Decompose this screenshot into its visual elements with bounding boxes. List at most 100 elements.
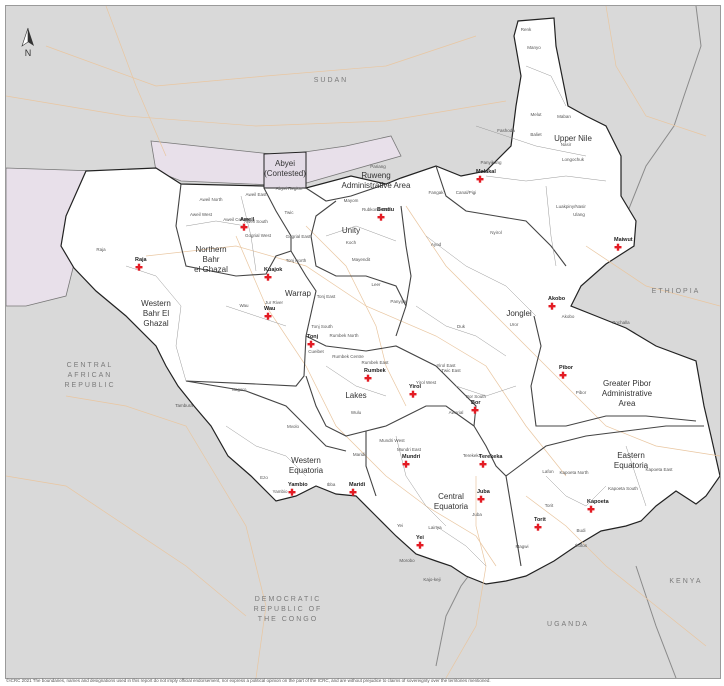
county-label: Tonj East (317, 294, 336, 299)
state-pibor-2: Administrative (602, 389, 653, 398)
county-label: Manyo (527, 45, 541, 50)
county-label: Melut (530, 112, 542, 117)
state-abyei-1: Abyei (275, 159, 295, 168)
state-warrap: Warrap (285, 289, 311, 298)
north-arrow-icon (28, 28, 34, 46)
state-unity: Unity (342, 226, 360, 235)
town-label: Yambio (288, 482, 308, 488)
county-label: Yambio (273, 489, 288, 494)
town-label: Wau (264, 306, 275, 312)
north-arrow-label: N (25, 48, 32, 58)
nbeg-wbeg-border (175, 183, 292, 277)
county-label: Kapoeta East (645, 467, 673, 472)
town-marker[interactable]: Maridi (349, 482, 366, 496)
town-marker[interactable]: Maiwut (614, 237, 633, 251)
town-marker[interactable]: Mundri (402, 454, 421, 468)
town-marker[interactable]: Yirol (409, 384, 421, 398)
county-label: Lainya (428, 525, 442, 530)
county-label: Tonj North (286, 258, 307, 263)
state-abyei-2: (Contested) (264, 169, 306, 178)
county-label: Rumbek East (361, 360, 389, 365)
town-marker[interactable]: Yambio (288, 482, 308, 496)
label-drc-2: REPUBLIC OF (254, 606, 323, 613)
town-marker[interactable]: Pibor (559, 365, 574, 379)
county-label: Aweil South (244, 219, 268, 224)
state-jonglei: Jonglei (506, 309, 532, 318)
state-ruweng-2: Administrative Area (342, 181, 411, 190)
county-label: Kapoeta South (608, 486, 638, 491)
county-label: Gogrial West (245, 233, 272, 238)
map-frame[interactable]: SUDAN ETHIOPIA CENTRAL AFRICAN REPUBLIC … (5, 5, 721, 679)
county-label: Maridi (353, 452, 365, 457)
town-marker[interactable]: Torit (534, 517, 546, 531)
county-label: Canal/Pigi (456, 190, 477, 195)
town-marker[interactable]: Kapoeta (587, 499, 610, 513)
town-marker[interactable]: Malakal (476, 169, 496, 183)
town-marker[interactable]: Bor (471, 400, 481, 414)
town-label: Maiwut (614, 237, 633, 243)
county-label: Magwi (515, 544, 528, 549)
county-label: Gogrial East (286, 234, 312, 239)
town-marker[interactable]: Juba (477, 489, 491, 503)
north-arrow: N (21, 27, 34, 58)
county-label: Nagero (232, 387, 247, 392)
label-uganda: UGANDA (547, 621, 589, 628)
town-marker[interactable]: Kuajok (264, 267, 283, 281)
county-label: Rumbek Centre (332, 354, 364, 359)
label-car-1: CENTRAL (67, 362, 114, 369)
town-label: Raja (135, 257, 148, 263)
county-label: Panyijiar (390, 299, 408, 304)
state-ee-2: Equatoria (614, 461, 649, 470)
town-marker[interactable]: Aweil (240, 217, 255, 231)
ruweng-south-border (305, 183, 387, 202)
label-car-2: AFRICAN (68, 372, 113, 379)
state-wbeg-1: Western (141, 299, 171, 308)
ce-ee-border (505, 475, 522, 567)
label-drc-3: THE CONGO (258, 616, 318, 623)
county-label: Awerial (449, 410, 464, 415)
town-label: Yirol (409, 384, 421, 390)
county-label: Panyikang (480, 160, 502, 165)
town-label: Torit (534, 517, 546, 523)
county-label: Yei (397, 523, 403, 528)
pibor-border (530, 315, 697, 427)
county-label: Aweil West (190, 212, 213, 217)
county-label: Wau (239, 303, 249, 308)
warrap-west-border (185, 187, 317, 387)
county-label: Akobo (562, 314, 575, 319)
county-label: Rumbek North (329, 333, 359, 338)
state-pibor-3: Area (619, 399, 636, 408)
county-label: Lafon (542, 469, 554, 474)
town-marker[interactable]: Raja (135, 257, 148, 271)
label-ethiopia: ETHIOPIA (652, 288, 701, 295)
county-label: Pariang (370, 164, 386, 169)
county-label: Maban (557, 114, 571, 119)
state-ce-1: Central (438, 492, 464, 501)
county-label: Ibba (327, 482, 336, 487)
town-marker[interactable]: Yei (416, 535, 424, 549)
county-label: Yirol West (416, 380, 437, 385)
town-markers[interactable]: MalakalMaiwutBentiuAweilKuajokRajaWauTon… (135, 169, 633, 549)
county-label: Renk (521, 27, 532, 32)
town-marker[interactable]: Rumbek (364, 368, 387, 382)
county-label: Wulu (351, 410, 362, 415)
town-marker[interactable]: Akobo (548, 296, 566, 310)
town-marker[interactable]: Bentiu (377, 207, 394, 221)
town-marker[interactable]: Tonj (307, 334, 319, 348)
county-label: Fangak (428, 190, 444, 195)
county-label: Kapoeta North (559, 470, 589, 475)
map-canvas[interactable]: SUDAN ETHIOPIA CENTRAL AFRICAN REPUBLIC … (6, 6, 720, 678)
county-label: Mundri West (379, 438, 405, 443)
county-label: Aweil Centre (223, 217, 249, 222)
we-ce-border (365, 431, 377, 497)
county-label: Yirol East (436, 363, 456, 368)
unity-jonglei-border (395, 205, 412, 337)
town-label: Pibor (559, 365, 574, 371)
county-label: Torit (545, 503, 554, 508)
town-label: Aweil (240, 217, 255, 223)
lakes-north-border (305, 335, 477, 427)
town-marker[interactable]: Terekeka (479, 454, 503, 468)
state-ee-1: Eastern (617, 451, 645, 460)
county-label: Mundri East (397, 447, 422, 452)
town-marker[interactable]: Wau (264, 306, 275, 320)
